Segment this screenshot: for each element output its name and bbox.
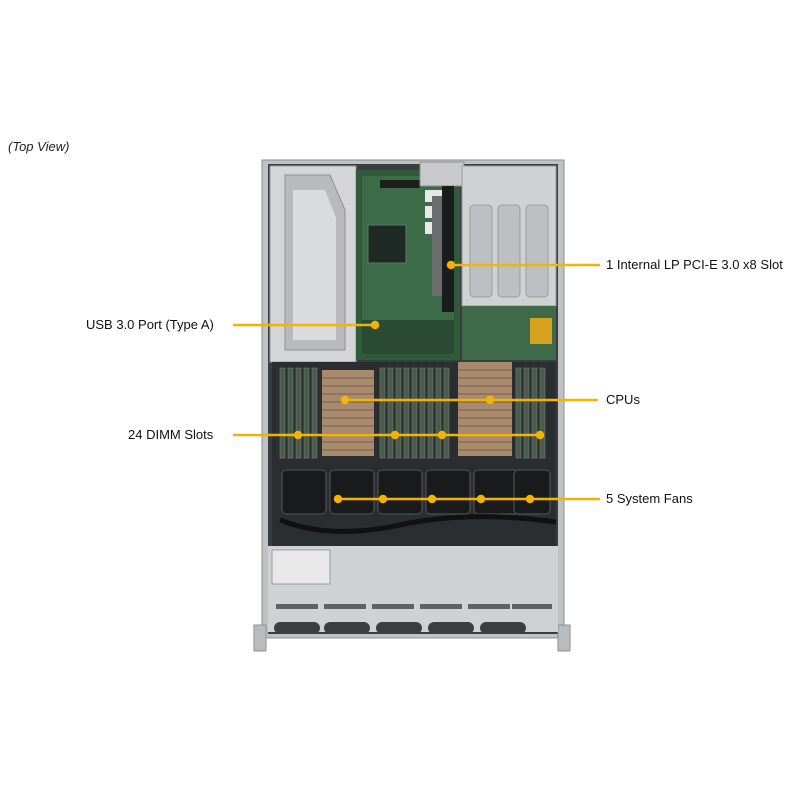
callout-pcie-slot: 1 Internal LP PCI-E 3.0 x8 Slot [606, 257, 783, 272]
pcie-riser-card [419, 161, 465, 312]
callout-line-usb [233, 320, 380, 330]
fan-row [272, 462, 557, 546]
callout-system-fans: 5 System Fans [606, 491, 693, 506]
view-label: (Top View) [8, 139, 70, 154]
callout-lines [233, 260, 600, 504]
left-riser-bracket [269, 165, 357, 363]
callout-line-fans [333, 494, 600, 504]
front-panel [268, 546, 558, 634]
callout-line-cpus [340, 395, 598, 405]
dimm-cpu-area [272, 362, 556, 462]
callout-line-dimm [233, 430, 545, 440]
cpu-heatsink-2 [458, 362, 512, 456]
callout-dimm-slots: 24 DIMM Slots [128, 427, 214, 442]
callout-cpus: CPUs [606, 392, 640, 407]
cpu-heatsink-1 [322, 370, 374, 456]
right-bracket [461, 165, 557, 360]
callout-line-pcie [446, 260, 600, 270]
callout-usb-port: USB 3.0 Port (Type A) [86, 317, 214, 332]
